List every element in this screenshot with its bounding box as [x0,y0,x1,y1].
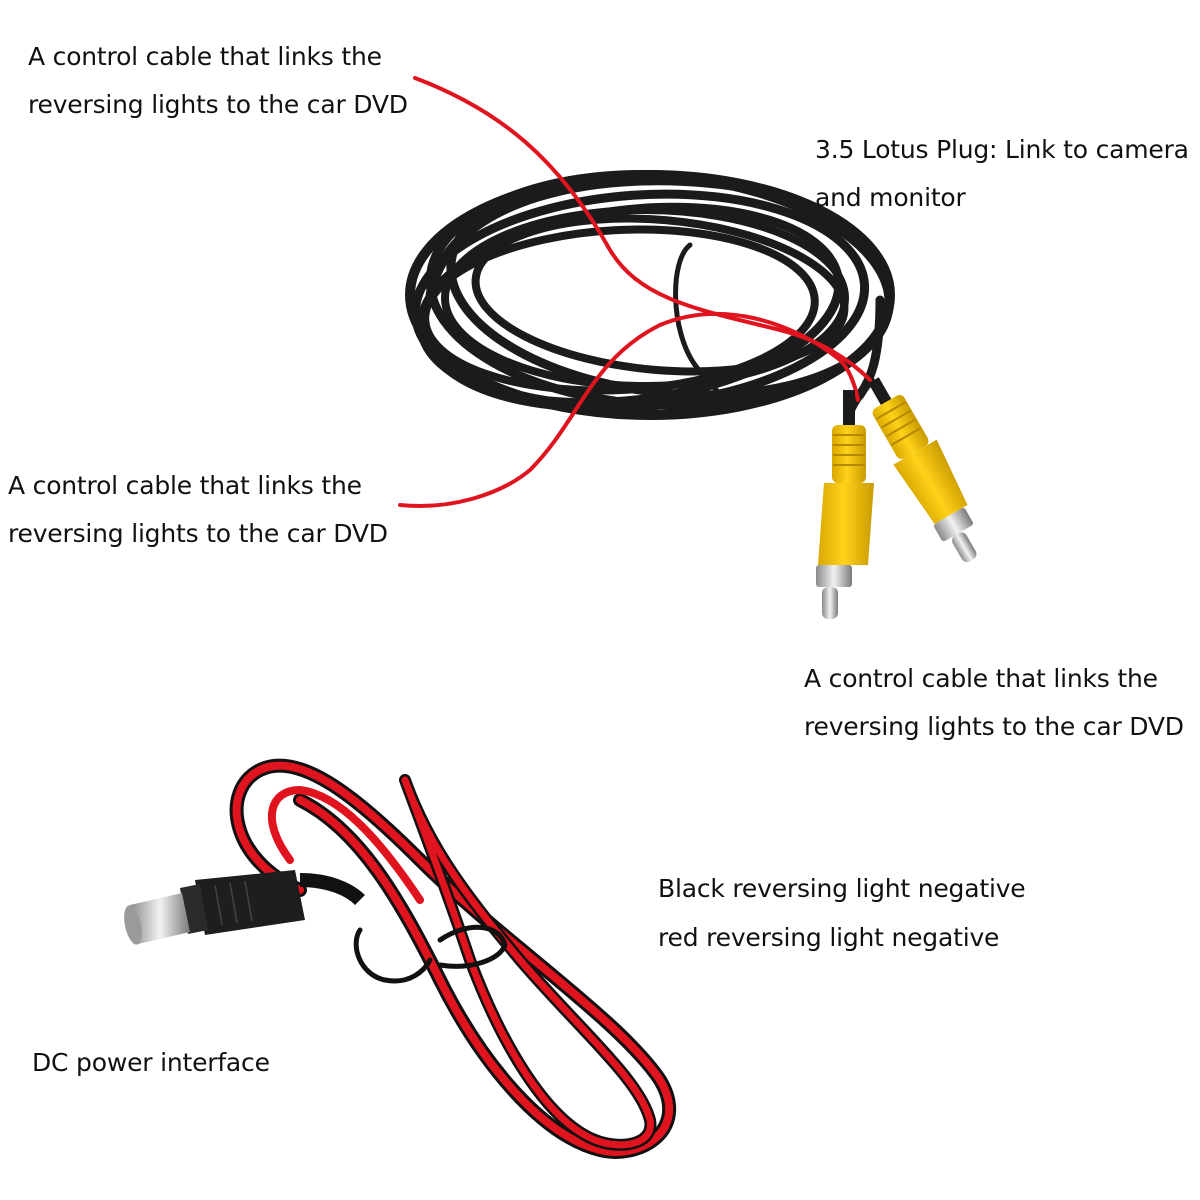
label-top-right-line1: 3.5 Lotus Plug: Link to camera [815,135,1189,164]
label-bottom-right: Black reversing light negative red rever… [658,864,1026,962]
label-mid-left: A control cable that links the reversing… [8,462,388,558]
label-mid-right: A control cable that links the reversing… [804,655,1184,751]
label-bottom-left: DC power interface [32,1039,270,1087]
label-mid-left-line2: reversing lights to the car DVD [8,519,388,548]
label-top-right-line2: and monitor [815,183,966,212]
label-bottom-right-line1: Black reversing light negative [658,874,1026,903]
label-top-left-line2: reversing lights to the car DVD [28,90,408,119]
rca-plug-right [868,377,977,563]
label-top-right: 3.5 Lotus Plug: Link to camera and monit… [815,126,1189,222]
label-bottom-right-line2: red reversing light negative [658,923,1000,952]
power-cable-coil [229,758,677,1159]
dc-jack [124,870,365,945]
red-control-wire [398,76,872,508]
label-top-left-line1: A control cable that links the [28,42,382,71]
label-mid-right-line1: A control cable that links the [804,664,1158,693]
rca-plug-left [816,390,874,619]
label-bottom-left-line1: DC power interface [32,1048,270,1077]
label-mid-right-line2: reversing lights to the car DVD [804,712,1184,741]
label-top-left: A control cable that links the reversing… [28,33,408,129]
label-mid-left-line1: A control cable that links the [8,471,362,500]
coiled-av-cable [405,170,895,425]
